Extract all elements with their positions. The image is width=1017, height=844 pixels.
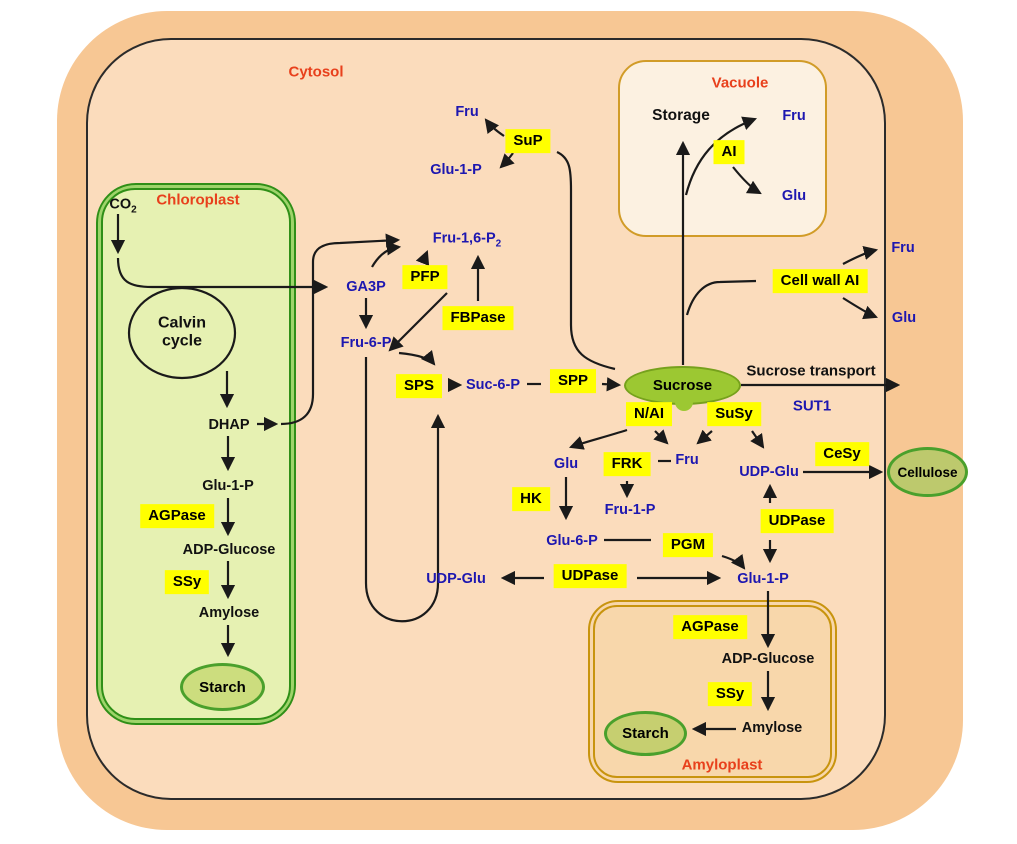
chloroplast-inner-envelope [101, 188, 291, 720]
storage-label: Storage [652, 107, 710, 124]
agpase-enzyme-amyloplast: AGPase [673, 615, 747, 639]
pgm-enzyme: PGM [662, 533, 714, 557]
sucrose-transport-label: Sucrose transport [746, 362, 876, 380]
fru16p2-label: Fru-1,6-P2 [432, 230, 502, 250]
adp-glucose-label-chloroplast: ADP-Glucose [182, 542, 276, 558]
sucrose-oval: Sucrose [624, 366, 741, 405]
udpase-enzyme-right: UDPase [760, 509, 834, 533]
cellulose-oval: Cellulose [887, 447, 968, 497]
ga3p-label: GA3P [346, 279, 386, 295]
glu1p-label-cytosol: Glu-1-P [737, 571, 789, 587]
fru-label-apoplast: Fru [891, 240, 915, 256]
cesy-enzyme: CeSy [815, 442, 869, 466]
glu-label-cytosol: Glu [553, 456, 579, 472]
frk-enzyme: FRK [603, 452, 651, 476]
starch-oval-amyloplast: Starch [604, 711, 687, 756]
ssy-enzyme-amyloplast: SSy [707, 682, 753, 706]
vacuole-label: Vacuole [711, 74, 769, 92]
ssy-enzyme-chloroplast: SSy [164, 570, 210, 594]
amylose-label-chloroplast: Amylose [198, 605, 260, 621]
agpase-enzyme-chloroplast: AGPase [140, 504, 214, 528]
fru-label-vacuole: Fru [782, 108, 806, 124]
chloroplast-compartment [96, 183, 296, 725]
amyloplast-label: Amyloplast [681, 756, 763, 774]
amylose-label-amyloplast: Amylose [741, 720, 803, 736]
susy-enzyme: SuSy [707, 402, 761, 426]
starch-oval-chloroplast: Starch [180, 663, 265, 711]
udp-glu-label-left: UDP-Glu [426, 571, 486, 587]
spp-enzyme: SPP [549, 369, 597, 393]
ai-enzyme-vacuole: AI [713, 140, 745, 164]
starch-label-chloroplast: Starch [199, 678, 246, 696]
fru-label-top: Fru [455, 104, 479, 120]
sut1-label: SUT1 [792, 397, 832, 415]
dhap-label: DHAP [208, 417, 250, 433]
cellulose-label: Cellulose [897, 464, 958, 480]
starch-label-amyloplast: Starch [622, 725, 669, 742]
hk-enzyme: HK [512, 487, 550, 511]
sup-enzyme: SuP [505, 129, 551, 153]
sucrose-oval-notch [675, 402, 693, 411]
glu6p-label: Glu-6-P [546, 533, 598, 549]
nai-enzyme: N/AI [626, 402, 672, 426]
glu1p-label-top: Glu-1-P [430, 162, 482, 178]
glu1p-label-chloroplast: Glu-1-P [202, 478, 254, 494]
fru6p-label: Fru-6-P [340, 335, 392, 351]
udp-glu-label-right: UDP-Glu [739, 464, 799, 480]
glu-label-vacuole: Glu [781, 188, 807, 204]
co2-label: CO2 [109, 196, 137, 216]
calvin-cycle-label: Calvin cycle [157, 314, 207, 350]
fru1p-label: Fru-1-P [604, 502, 656, 518]
cytosol-label: Cytosol [288, 63, 344, 81]
adp-glucose-label-amyloplast: ADP-Glucose [721, 651, 815, 667]
glu-label-apoplast: Glu [891, 310, 917, 326]
sps-enzyme: SPS [395, 374, 443, 398]
cell-wall-ai-enzyme: Cell wall AI [772, 269, 868, 293]
sucrose-label: Sucrose [652, 377, 713, 394]
fru-label-cytosol: Fru [675, 452, 699, 468]
suc6p-label: Suc-6-P [466, 377, 520, 393]
fbpase-enzyme: FBPase [442, 306, 514, 330]
chloroplast-label: Chloroplast [156, 191, 240, 209]
pfp-enzyme: PFP [402, 265, 448, 289]
udpase-enzyme-center: UDPase [553, 564, 627, 588]
